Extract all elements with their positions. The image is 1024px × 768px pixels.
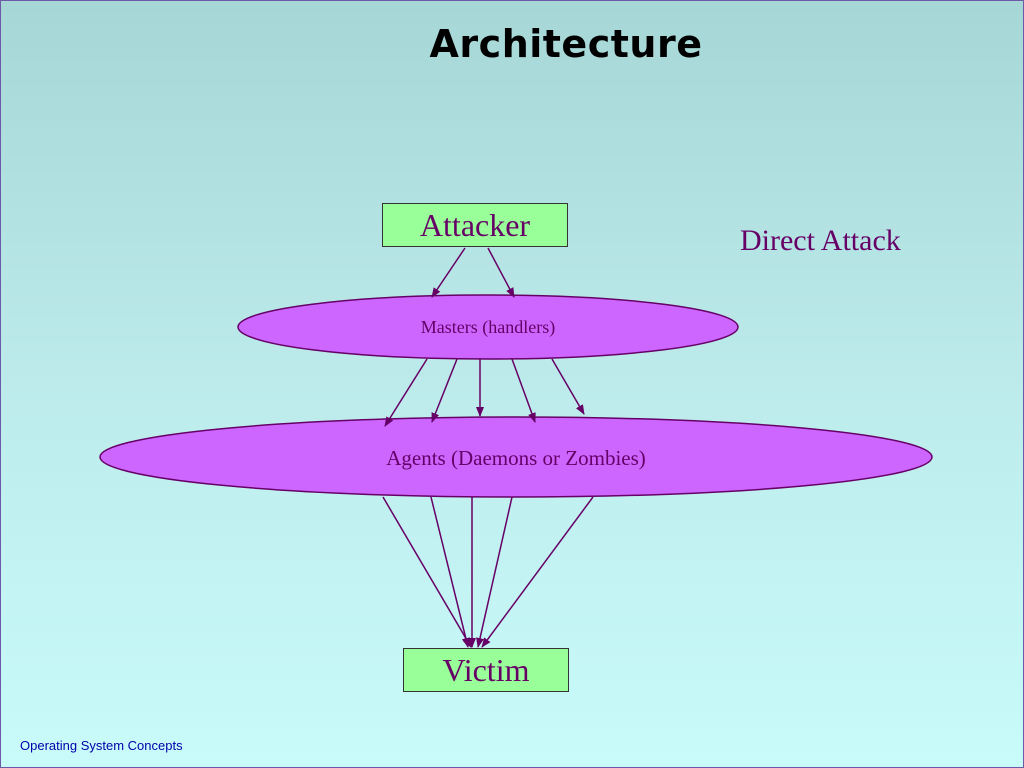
agents-label: Agents (Daemons or Zombies)	[386, 446, 646, 470]
masters-to-agents-arrows	[384, 358, 585, 427]
victim-label: Victim	[442, 651, 530, 688]
arrow	[511, 358, 536, 423]
arrow	[430, 496, 470, 648]
attacker-to-masters-arrows	[431, 247, 515, 298]
slide-title: Architecture	[429, 22, 703, 66]
attacker-label: Attacker	[419, 206, 531, 243]
masters-ellipse	[237, 294, 739, 360]
attacker-node: Attacker	[382, 203, 568, 247]
arrow	[487, 247, 515, 298]
agents-to-victim-arrows	[382, 496, 594, 648]
slide-footer: Operating System Concepts	[20, 738, 183, 753]
direct-attack-annotation: Direct Attack	[740, 224, 901, 257]
arrow	[382, 496, 472, 648]
arrow	[384, 358, 428, 427]
arrow	[476, 496, 513, 648]
arrow	[551, 358, 585, 415]
arrow	[431, 247, 466, 298]
victim-node: Victim	[403, 648, 569, 692]
arrow	[481, 496, 594, 648]
masters-label: Masters (handlers)	[420, 317, 556, 337]
arrow	[431, 358, 458, 423]
agents-ellipse	[99, 416, 933, 498]
